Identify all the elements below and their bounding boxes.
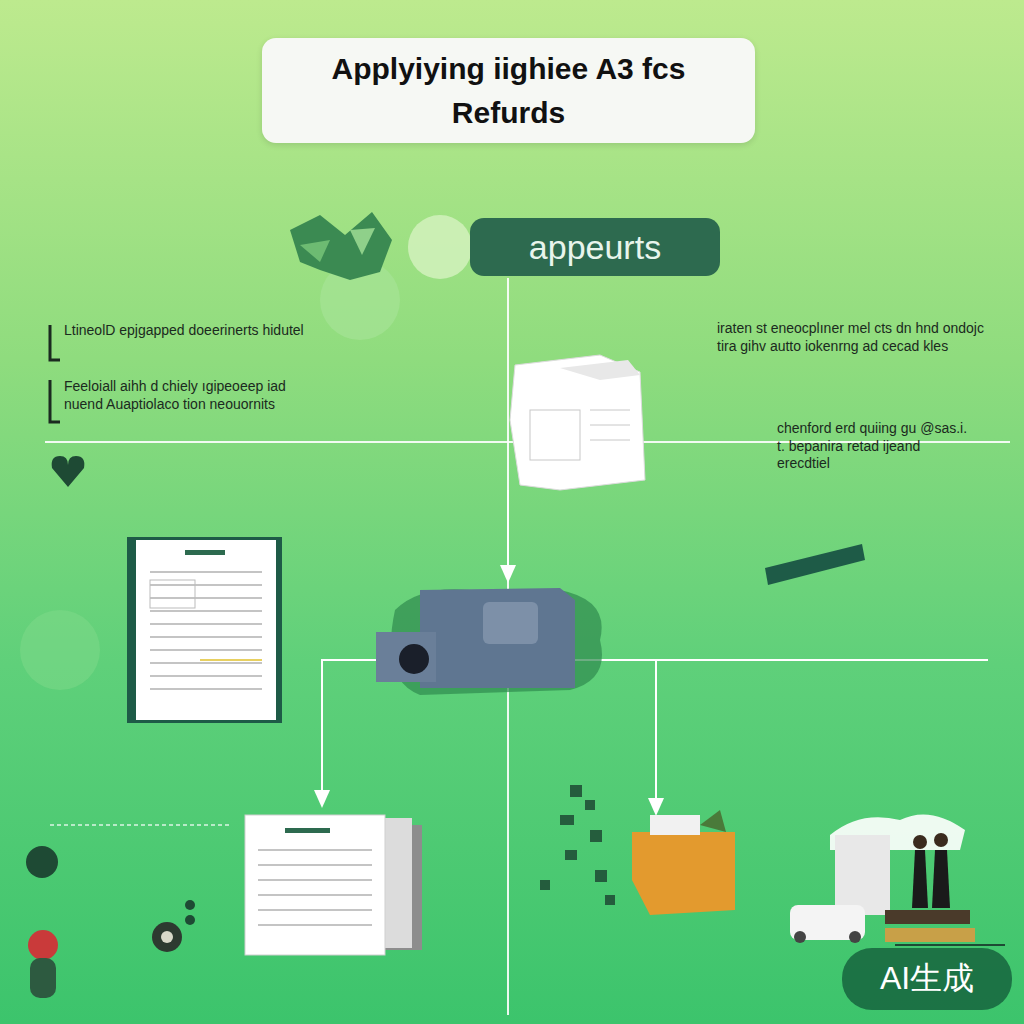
title-box: Applyiying iighiee A3 fcs Refurds (262, 38, 755, 143)
node-text: appeurts (529, 228, 661, 267)
note-text: Feeloiall aihh d chiely ıgipeoeep iad nu… (64, 378, 324, 413)
watermark: AI生成 (842, 948, 1012, 1010)
note-text: chenford erd quiing gu @sas.i. t. bepani… (777, 420, 977, 473)
note-text: iraten st eneocplıner mel cts dn hnd ond… (717, 320, 1002, 355)
title-text: Applyiying iighiee A3 fcs Refurds (289, 47, 729, 134)
process-pill: appeurts (470, 218, 720, 276)
note-text: LtineolD epjgapped doeerinerts hidutel (64, 322, 344, 340)
